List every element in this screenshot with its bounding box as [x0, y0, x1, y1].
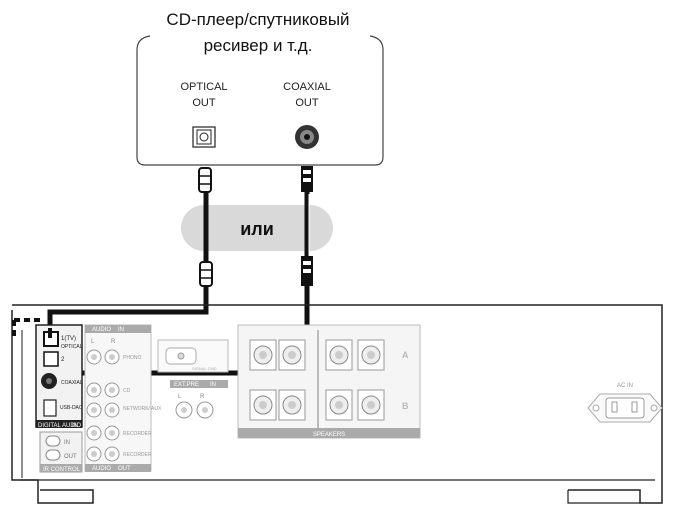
audio-in-r: R	[111, 339, 116, 345]
usb-dac-port-icon	[43, 399, 57, 417]
ir-control-section: IN OUT IR CONTROL	[39, 431, 83, 473]
optical-out-jack-icon	[192, 126, 216, 148]
usb-dac-label: USB-DAC	[60, 405, 83, 411]
coaxial-in-label: COAXIAL	[61, 380, 83, 386]
recorder-out-jacks-icon	[86, 446, 120, 462]
optical-in-2-jack-icon	[43, 351, 59, 367]
ext-pre-r: R	[200, 394, 205, 400]
optical-out-label: OPTICAL	[180, 81, 227, 93]
signal-gnd-label: SIGNAL GND	[192, 366, 217, 371]
cd-jacks-icon	[86, 382, 120, 398]
ir-in-label: IN	[64, 440, 70, 446]
ext-pre-section: SIGNAL GND EXT.PRE IN L R	[157, 339, 229, 419]
ir-control-label: IR CONTROL	[43, 467, 81, 473]
audio-in-phono: PHONO	[123, 355, 141, 361]
or-separator: или	[181, 205, 333, 251]
ext-pre-label: EXT.PRE	[174, 382, 199, 388]
ac-in-label: AC IN	[617, 383, 633, 389]
optical-in-2-label: 2	[61, 357, 65, 363]
speakers-label: SPEAKERS	[313, 432, 345, 438]
coaxial-out-label-2: OUT	[295, 97, 319, 109]
audio-in-l: L	[91, 339, 95, 345]
audio-in-label: AUDIO	[92, 327, 111, 333]
digital-audio-suffix: IN	[72, 423, 78, 429]
audio-out-recorder: RECORDER	[123, 452, 152, 458]
phono-jacks-icon	[86, 349, 120, 365]
coaxial-out-label: COAXIAL	[283, 81, 331, 93]
audio-in-section: AUDIO IN L R PHONO CD NETWORK/ AUX	[84, 324, 162, 472]
ext-pre-l: L	[178, 394, 182, 400]
source-device: CD-плеер/спутниковый ресивер и т.д. OPTI…	[136, 10, 384, 166]
source-title-line1: CD-плеер/спутниковый	[166, 10, 349, 29]
audio-in-recorder: RECORDER	[123, 431, 152, 437]
speaker-terminals: A B SPEAKERS	[237, 324, 421, 439]
source-title-line2: ресивер и т.д.	[204, 36, 313, 55]
audio-in-network: NETWORK/ AUX	[123, 406, 162, 412]
audio-in-cd: CD	[123, 388, 131, 394]
audio-out-suffix: OUT	[118, 466, 131, 472]
coaxial-out-jack-icon	[295, 125, 319, 149]
optical-in-1-label: 1(TV)	[61, 336, 76, 342]
optical-in-1-sublabel: OPTICAL	[61, 344, 83, 350]
or-label: или	[240, 219, 274, 239]
audio-out-label: AUDIO	[92, 466, 111, 472]
digital-audio-inputs: DIGITAL AUDIO IN 1(TV) OPTICAL 2 COAXIAL…	[35, 324, 83, 429]
amplifier-rear-panel: DIGITAL AUDIO IN 1(TV) OPTICAL 2 COAXIAL…	[11, 304, 663, 504]
optical-cable	[47, 167, 213, 330]
audio-in-suffix: IN	[118, 327, 124, 333]
ac-inlet: AC IN	[587, 383, 663, 423]
network-aux-jacks-icon	[86, 402, 120, 418]
speakers-row-a: A	[402, 350, 409, 360]
optical-out-label-2: OUT	[192, 97, 216, 109]
recorder-in-jacks-icon	[86, 425, 120, 441]
digital-audio-label: DIGITAL AUDIO	[38, 423, 81, 429]
ext-pre-suffix: IN	[210, 382, 216, 388]
ir-out-label: OUT	[64, 454, 77, 460]
speakers-row-b: B	[402, 401, 409, 411]
